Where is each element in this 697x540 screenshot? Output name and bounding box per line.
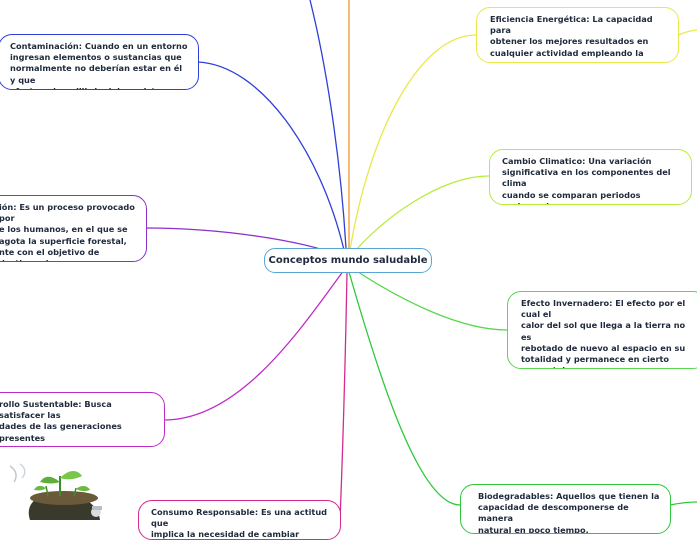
topic-text-line: Consumo Responsable: Es una actitud que [151,507,328,529]
topic-text-line: ión: Es un proceso provocado por [0,202,135,224]
topic-text-line: significativa en los componentes del cli… [502,167,671,189]
topic-text-line: ingresan elementos o sustancias que [10,52,182,63]
topic-text-line: nte con el objetivo de destinar el [0,246,100,261]
link-consumo [339,271,348,520]
topic-text-line: cualquier actividad empleando la menor [490,47,644,62]
topic-eficiencia-energetica[interactable]: Eficiencia Energética: La capacidad para… [476,7,679,63]
topic-text-line: Cambio Climatico: Una variación [502,156,652,166]
link-cambio [350,175,490,257]
plant-bulb-image [9,463,102,520]
topic-text-line: Contaminación: Cuando en un entorno [10,41,188,51]
topic-text-line: agota la superficie forestal, [0,235,127,246]
topic-text-line: dades de las generaciones presentes [0,421,122,443]
link-desarrollo [163,269,345,421]
link-eficiencia [349,34,477,251]
link-contaminacion [197,61,345,251]
topic-text-line: normalmente no deberían estar en él y qu… [10,63,183,85]
topic-text-line: rollo Sustentable: Busca satisfacer las [0,399,112,421]
topic-text-line: capacidad de descomponerse de manera [478,502,629,524]
topic-text-line: Efecto Invernadero: El efecto por el cua… [521,298,686,320]
topic-text-line: rebotado de nuevo al espacio en su [521,342,686,353]
topic-text-line: obtener los mejores resultados en [490,36,649,47]
link-efecto [351,267,508,331]
topic-text-line: e los humanos, en el que se [0,224,128,235]
topic-text-line: implica la necesidad de cambiar [151,529,300,540]
topic-text-line: Biodegradables: Aquellos que tienen la [478,491,660,501]
topic-text-line: calor del sol que llega a la tierra no e… [521,320,686,342]
central-topic[interactable]: Conceptos mundo saludable [264,248,432,273]
topic-text-line: totalidad y permanece en cierto porcenta… [521,354,670,368]
central-topic-label: Conceptos mundo saludable [268,255,428,266]
topic-text-line: cuando se comparan periodos prolongados, [502,189,641,204]
topic-text-line: mprometer las posibilidades de las [0,444,154,446]
topic-text-line: afectan el equilibrio del ecosistema. [10,86,188,89]
link-biodegradables [348,271,461,506]
topic-efecto-invernadero[interactable]: Efecto Invernadero: El efecto por el cua… [507,291,697,369]
connector-lines [145,0,697,520]
link-top-blue [309,0,347,249]
topic-text-line: Eficiencia Energética: La capacidad para [490,14,653,36]
topic-text-line: natural en poco tiempo. [478,524,589,534]
